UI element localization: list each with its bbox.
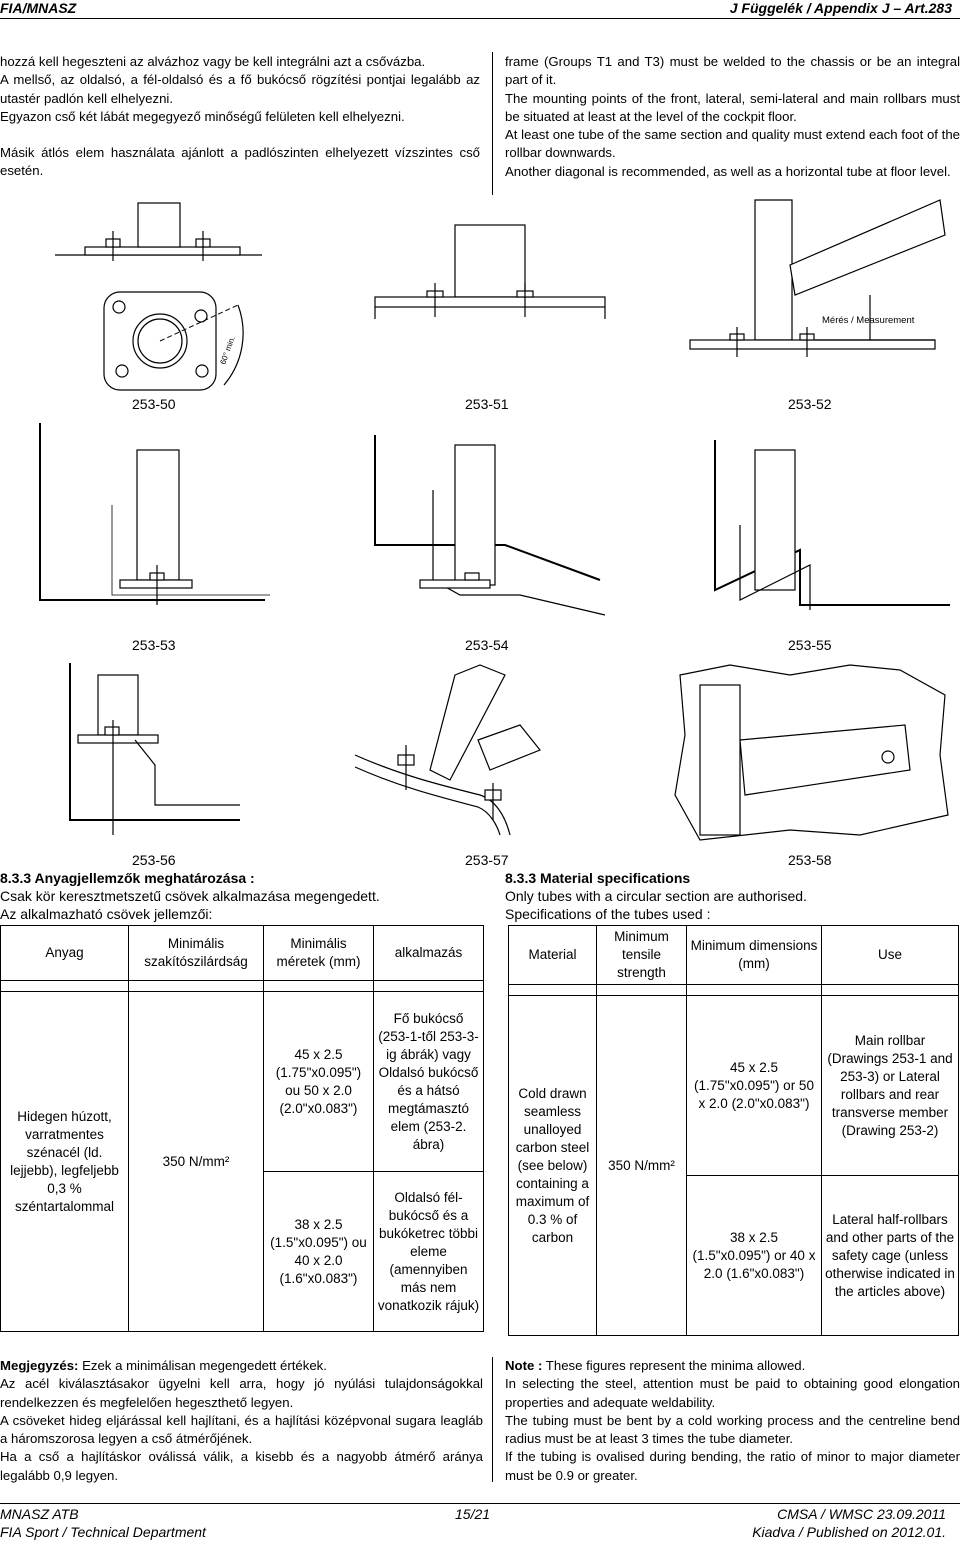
header-rule	[0, 18, 960, 19]
footer-rule	[0, 1503, 960, 1504]
td-material-hu: Hidegen húzott, varratmentes szénacél (l…	[0, 991, 129, 1332]
intro-hu-line-4: Másik átlós elem használata ajánlott a p…	[0, 145, 480, 179]
measurement-label: Mérés / Measurement	[822, 315, 915, 326]
td-use-1-hu: Fő bukócső (253-1-től 253-3-ig ábrák) va…	[373, 991, 484, 1172]
th-use-hu: alkalmazás	[373, 925, 484, 981]
td-strength-en: 350 N/mm²	[596, 995, 687, 1336]
th-dimensions-en: Minimum dimensions (mm)	[686, 925, 822, 985]
intro-hu-line-1: hozzá kell hegeszteni az alvázhoz vagy b…	[0, 54, 426, 69]
th-strength-en: Minimum tensile strength	[596, 925, 687, 985]
notes-english: Note : These figures represent the minim…	[505, 1357, 960, 1485]
spec-table-hu: Anyag Minimális szakítószilárdság Minimá…	[0, 925, 484, 1332]
note-hu-line-2: A csöveket hideg eljárással kell hajlíta…	[0, 1412, 483, 1447]
intro-en-line-3: At least one tube of the same section an…	[505, 127, 960, 161]
note-hu-line-3: Ha a cső a hajlításkor oválissá válik, a…	[0, 1449, 483, 1483]
note-en-line-3: If the tubing is ovalised during bending…	[505, 1449, 960, 1483]
td-use-2-hu: Oldalsó fél-bukócső és a bukóketrec több…	[373, 1171, 484, 1332]
drawing-253-54	[374, 435, 606, 616]
label-253-53: 253-53	[132, 637, 176, 653]
label-253-52: 253-52	[788, 396, 832, 412]
intro-en-line-1: frame (Groups T1 and T3) must be welded …	[505, 54, 960, 88]
angle-label: 60° min.	[218, 335, 237, 366]
footer-page-number: 15/21	[455, 1506, 491, 1522]
note-en-line-1: In selecting the steel, attention must b…	[505, 1376, 960, 1410]
note-first-hu: Ezek a minimálisan megengedett értékek.	[78, 1358, 327, 1373]
note-label-en: Note :	[505, 1358, 543, 1373]
footer-left-2: FIA Sport / Technical Department	[0, 1524, 206, 1540]
intro-hu-line-2: A mellső, az oldalsó, a fél-oldalsó és a…	[0, 72, 480, 106]
section-en-line-1: Only tubes with a circular section are a…	[505, 888, 807, 904]
th-use-en: Use	[821, 925, 959, 985]
drawing-253-58	[674, 664, 949, 841]
drawing-253-51	[374, 224, 606, 319]
header-right: J Függelék / Appendix J – Art.283	[729, 0, 952, 16]
drawing-253-50: 60° min.	[55, 202, 262, 391]
th-dimensions-hu: Minimális méretek (mm)	[263, 925, 374, 981]
note-first-en: These figures represent the minima allow…	[542, 1358, 806, 1373]
drawing-253-55	[714, 440, 950, 610]
column-divider-top	[492, 52, 493, 195]
td-use-1-en: Main rollbar (Drawings 253-1 and 253-3) …	[821, 995, 959, 1176]
footer-right-2: Kiadva / Published on 2012.01.	[752, 1524, 946, 1540]
td-strength-hu: 350 N/mm²	[128, 991, 264, 1332]
notes-hungarian: Megjegyzés: Ezek a minimálisan megengede…	[0, 1357, 483, 1485]
label-253-58: 253-58	[788, 852, 832, 868]
td-material-en: Cold drawn seamless unalloyed carbon ste…	[508, 995, 597, 1336]
intro-english: frame (Groups T1 and T3) must be welded …	[505, 53, 960, 181]
td-dims-1-hu: 45 x 2.5 (1.75"x0.095") ou 50 x 2.0 (2.0…	[263, 991, 374, 1172]
footer-left-1: MNASZ ATB	[0, 1506, 79, 1522]
td-dims-1-en: 45 x 2.5 (1.75"x0.095") or 50 x 2.0 (2.0…	[686, 995, 822, 1176]
td-dims-2-en: 38 x 2.5 (1.5"x0.095") or 40 x 2.0 (1.6"…	[686, 1175, 822, 1336]
drawing-253-57	[354, 664, 541, 836]
note-hu-line-1: Az acél kiválasztásakor ügyelni kell arr…	[0, 1376, 483, 1410]
intro-en-line-2: The mounting points of the front, latera…	[505, 90, 960, 124]
drawing-253-56	[69, 663, 240, 835]
column-divider-bottom	[492, 1357, 493, 1482]
section-hu-line-2: Az alkalmazható csövek jellemzői:	[0, 906, 213, 922]
header-left: FIA/MNASZ	[0, 0, 77, 16]
th-material-hu: Anyag	[0, 925, 129, 981]
label-253-55: 253-55	[788, 637, 832, 653]
mounting-drawings: 60° min. Mérés / Measurement 253-50 253-…	[39, 199, 950, 868]
label-253-51: 253-51	[465, 396, 509, 412]
section-heading-hu: 8.3.3 Anyagjellemzők meghatározása :	[0, 870, 255, 886]
note-label-hu: Megjegyzés:	[0, 1358, 79, 1373]
drawing-253-53	[39, 423, 270, 605]
th-material-en: Material	[508, 925, 597, 985]
intro-hungarian: hozzá kell hegeszteni az alvázhoz vagy b…	[0, 53, 480, 181]
intro-en-line-4: Another diagonal is recommended, as well…	[505, 163, 951, 179]
spec-table-en: Material Minimum tensile strength Minimu…	[508, 925, 959, 1336]
td-use-2-en: Lateral half-rollbars and other parts of…	[821, 1175, 959, 1336]
footer-right-1: CMSA / WMSC 23.09.2011	[777, 1506, 946, 1522]
label-253-50: 253-50	[132, 396, 176, 412]
section-hu-line-1: Csak kör keresztmetszetű csövek alkalmaz…	[0, 888, 380, 904]
td-dims-2-hu: 38 x 2.5 (1.5"x0.095") ou 40 x 2.0 (1.6"…	[263, 1171, 374, 1332]
section-en-line-2: Specifications of the tubes used :	[505, 906, 711, 922]
intro-hu-line-3: Egyazon cső két lábát megegyező minőségű…	[0, 108, 405, 124]
drawing-253-52: Mérés / Measurement	[689, 199, 946, 357]
label-253-54: 253-54	[465, 637, 509, 653]
section-heading-en: 8.3.3 Material specifications	[505, 870, 691, 886]
th-strength-hu: Minimális szakítószilárdság	[128, 925, 264, 981]
label-253-56: 253-56	[132, 852, 176, 868]
label-253-57: 253-57	[465, 852, 509, 868]
note-en-line-2: The tubing must be bent by a cold workin…	[505, 1412, 960, 1447]
